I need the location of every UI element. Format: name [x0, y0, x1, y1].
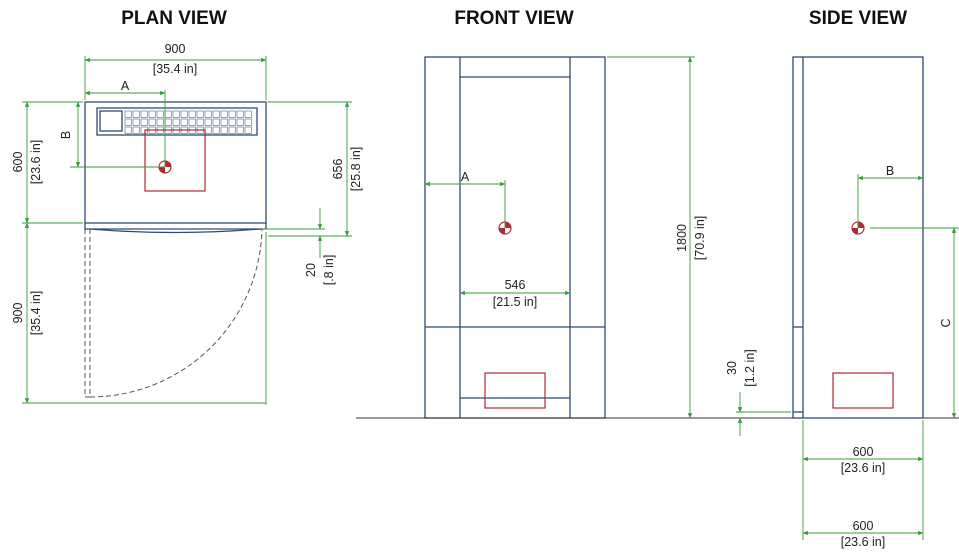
front-view: A 546 [21.5 in] 1800 [70.9 in]: [356, 56, 959, 419]
keypad-key: [124, 110, 132, 118]
plan-door-leaf: [84, 229, 91, 398]
keypad-key: [204, 110, 212, 118]
front-cabinet-outline: [424, 56, 606, 419]
keypad-key: [172, 110, 180, 118]
keypad-key: [132, 126, 140, 134]
keypad-key: [236, 110, 244, 118]
plan-label-a: A: [121, 79, 130, 93]
keypad-key: [228, 110, 236, 118]
side-label-c: C: [939, 318, 953, 327]
keypad-key: [220, 126, 228, 134]
side-foot-mm: 30: [725, 361, 739, 375]
plan-cabinet-outline: [84, 101, 267, 224]
plan-gap-in: [.8 in]: [322, 255, 336, 286]
keypad-key: [156, 110, 164, 118]
keypad-key: [212, 118, 220, 126]
keypad-key: [196, 118, 204, 126]
keypad-key: [140, 118, 148, 126]
keypad-key: [164, 110, 172, 118]
keypad-key: [244, 126, 252, 134]
keypad-key: [228, 118, 236, 126]
front-inner-mm: 546: [505, 278, 526, 292]
plan-red-box: [144, 129, 206, 192]
keypad-key: [148, 118, 156, 126]
keypad-key: [228, 126, 236, 134]
keypad-key: [172, 118, 180, 126]
keypad-key: [244, 110, 252, 118]
plan-label-b: B: [59, 131, 73, 139]
keypad-key: [164, 118, 172, 126]
plan-display: [99, 110, 123, 132]
plan-depth-in: [23.6 in]: [29, 140, 43, 184]
plan-view: 900 [35.4 in] A B 600 [23.6 in] 900 [35.…: [11, 42, 363, 405]
keypad-key: [220, 118, 228, 126]
keypad-key: [140, 110, 148, 118]
front-height-mm: 1800: [675, 224, 689, 252]
keypad-key: [188, 110, 196, 118]
plan-door-mm: 900: [11, 303, 25, 324]
plan-view-title: PLAN VIEW: [121, 8, 227, 29]
side-depth2-in: [23.6 in]: [841, 535, 885, 549]
keypad-key: [220, 110, 228, 118]
keypad-key: [124, 126, 132, 134]
side-depth1-in: [23.6 in]: [841, 461, 885, 475]
keypad-key: [180, 118, 188, 126]
keypad-key: [236, 126, 244, 134]
keypad-key: [212, 126, 220, 134]
front-height-in: [70.9 in]: [693, 216, 707, 260]
keypad-key: [132, 118, 140, 126]
plan-door-curve: [89, 228, 261, 234]
side-depth2-mm: 600: [853, 519, 874, 533]
side-view-title: SIDE VIEW: [809, 8, 907, 29]
keypad-key: [204, 118, 212, 126]
keypad-key: [132, 110, 140, 118]
plan-door-edge: [84, 223, 267, 230]
side-cabinet-outline: [792, 56, 924, 419]
keypad-key: [188, 118, 196, 126]
side-view: B C 30 [1.2 in] 600 [23.6 in] 600 [23.6 …: [725, 56, 959, 549]
keypad-key: [204, 126, 212, 134]
keypad-key: [124, 118, 132, 126]
keypad-key: [212, 110, 220, 118]
plan-width-mm: 900: [165, 42, 186, 56]
plan-total-mm: 656: [331, 159, 345, 180]
side-foot-in: [1.2 in]: [743, 349, 757, 387]
side-depth1-mm: 600: [853, 445, 874, 459]
side-label-b: B: [886, 164, 894, 178]
plan-width-in: [35.4 in]: [153, 62, 197, 76]
keypad-key: [244, 118, 252, 126]
keypad-key: [180, 110, 188, 118]
keypad-key: [148, 110, 156, 118]
plan-gap-mm: 20: [304, 263, 318, 277]
keypad-key: [156, 118, 164, 126]
plan-depth-mm: 600: [11, 152, 25, 173]
keypad-key: [196, 110, 204, 118]
side-red-box: [832, 372, 894, 409]
plan-control-panel: [96, 107, 258, 136]
front-view-title: FRONT VIEW: [454, 8, 573, 29]
plan-total-in: [25.8 in]: [349, 147, 363, 191]
keypad-key: [236, 118, 244, 126]
front-red-box: [484, 372, 546, 409]
front-inner-in: [21.5 in]: [493, 295, 537, 309]
plan-door-swing-arc: [89, 228, 263, 398]
plan-door-in: [35.4 in]: [29, 291, 43, 335]
front-label-a: A: [461, 170, 470, 184]
plan-keypad: [124, 110, 252, 134]
